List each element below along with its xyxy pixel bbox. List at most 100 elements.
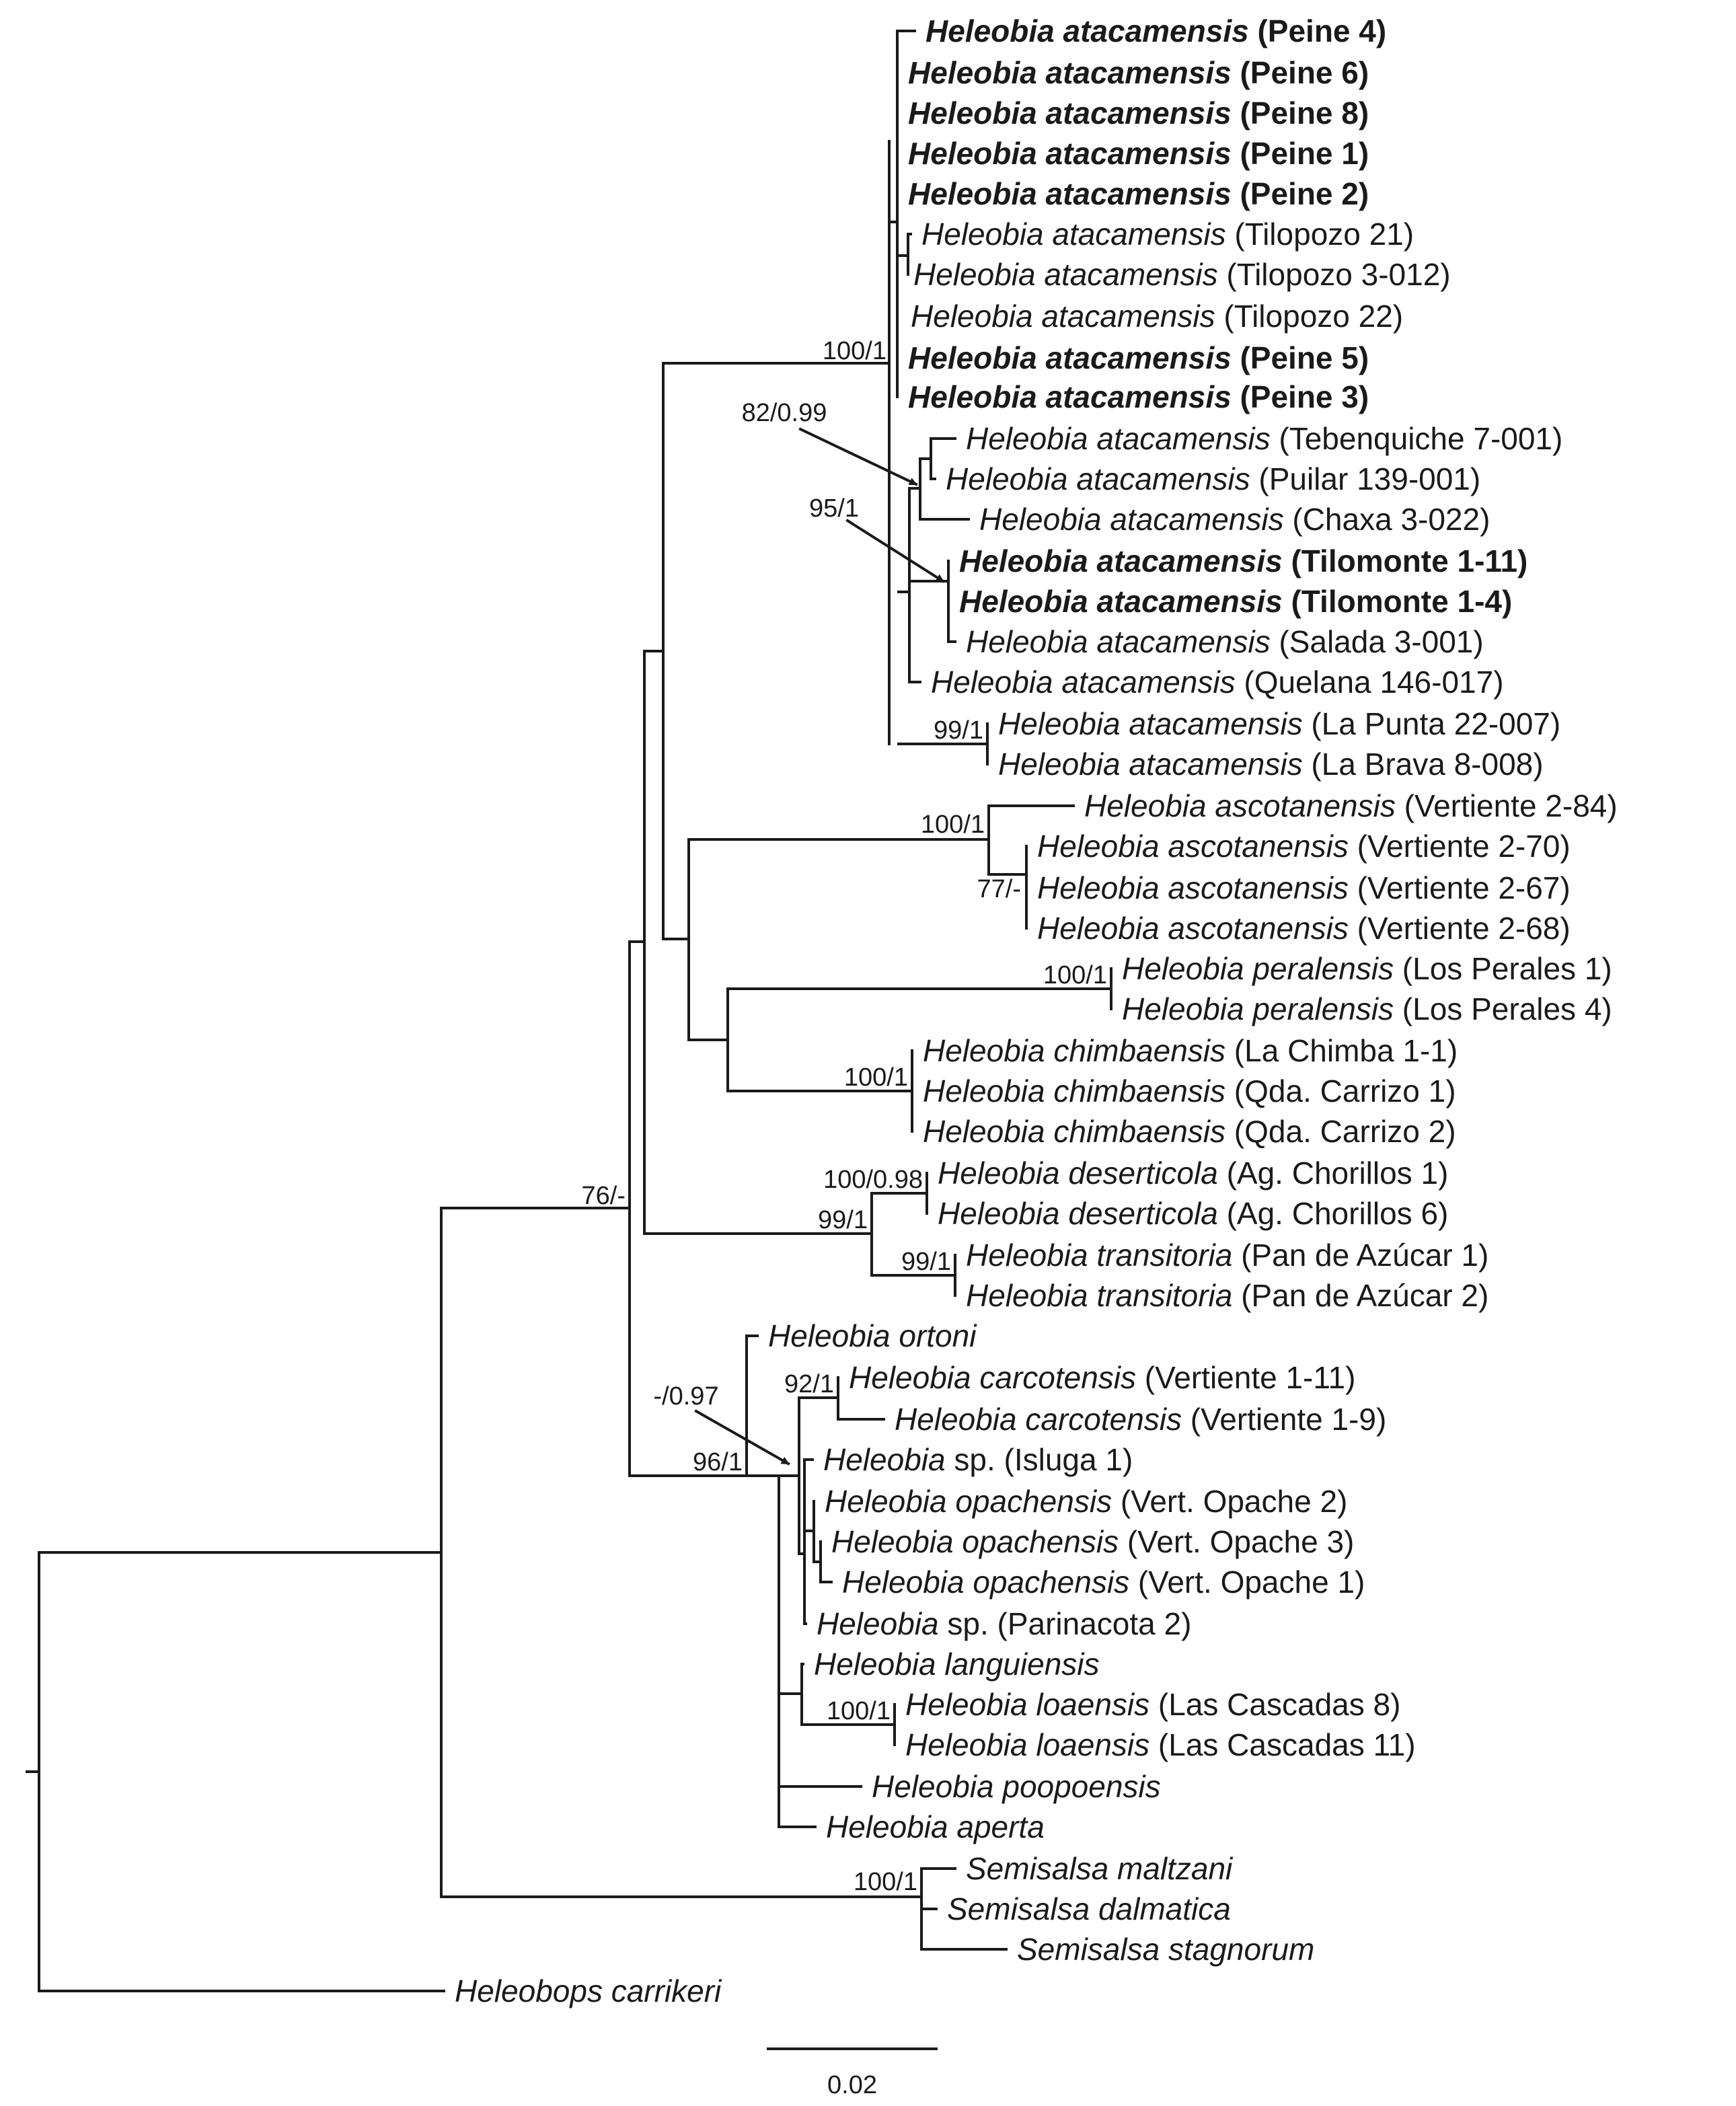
- tip-locality: (Parinacota 2): [989, 1606, 1192, 1641]
- tip-species: Heleobia peralensis: [1122, 951, 1394, 986]
- support-value: 100/1: [827, 1697, 891, 1725]
- tip-species: Heleobia loaensis: [905, 1687, 1149, 1722]
- tip-species: Heleobia languiensis: [814, 1647, 1100, 1682]
- support-value: 76/-: [582, 1182, 626, 1210]
- tip-species-suffix: sp.: [939, 1606, 989, 1641]
- tip-label: Heleobia deserticola (Ag. Chorillos 6): [938, 1196, 1448, 1231]
- tip-label: Heleobia atacamensis (La Punta 22-007): [998, 706, 1560, 741]
- support-value: 100/1: [823, 337, 886, 365]
- tip-species: Heleobia deserticola: [938, 1196, 1218, 1231]
- tip-species: Heleobia atacamensis: [908, 55, 1232, 90]
- tip-locality: (Ag. Chorillos 6): [1218, 1196, 1449, 1231]
- support-values: 100/182/0.9995/199/1100/177/-100/1100/11…: [582, 337, 1107, 1896]
- tip-species: Heleobia atacamensis: [998, 706, 1303, 741]
- tip-label: Heleobia transitoria (Pan de Azúcar 1): [966, 1238, 1488, 1273]
- tip-label: Semisalsa dalmatica: [947, 1891, 1231, 1926]
- tip-species: Heleobia atacamensis: [908, 96, 1232, 130]
- support-value: 99/1: [818, 1206, 868, 1234]
- tip-species: Heleobia carcotensis: [895, 1402, 1182, 1437]
- tip-locality: (Chaxa 3-022): [1284, 502, 1490, 537]
- tip-label: Semisalsa maltzani: [966, 1851, 1234, 1886]
- tip-species: Heleobia atacamensis: [966, 421, 1271, 456]
- tip-species: Heleobia opachensis: [831, 1524, 1119, 1559]
- tip-label: Heleobia atacamensis (Quelana 146-017): [931, 665, 1504, 700]
- tip-label: Heleobia atacamensis (Tilomonte 1-4): [959, 584, 1512, 619]
- tip-locality: (Pan de Azúcar 2): [1232, 1278, 1488, 1313]
- tip-species: Heleobia atacamensis: [911, 299, 1215, 334]
- tip-locality: (Peine 5): [1232, 340, 1369, 375]
- tip-species: Heleobia opachensis: [825, 1484, 1112, 1519]
- tip-label: Heleobia atacamensis (Chaxa 3-022): [979, 502, 1490, 537]
- support-value: 100/1: [844, 1063, 908, 1092]
- arrow-95-1: [845, 519, 945, 583]
- scale-bar-label: 0.02: [827, 2071, 877, 2099]
- tip-species: Heleobia ascotanensis: [1037, 911, 1349, 946]
- tip-label: Heleobia atacamensis (Peine 5): [908, 340, 1369, 375]
- tip-species: Semisalsa maltzani: [966, 1851, 1234, 1886]
- tip-label: Heleobia atacamensis (Peine 6): [908, 55, 1369, 90]
- tip-label: Heleobia loaensis (Las Cascadas 8): [905, 1687, 1400, 1722]
- scale-bar: 0.02: [767, 2047, 938, 2099]
- tip-locality: (La Chimba 1-1): [1225, 1033, 1458, 1068]
- tip-species: Heleobia transitoria: [966, 1238, 1232, 1273]
- tip-species: Heleobia: [817, 1606, 939, 1641]
- tip-label: Heleobia atacamensis (Peine 1): [908, 136, 1369, 171]
- tip-label: Heleobia atacamensis (Tilomonte 1-11): [959, 543, 1527, 578]
- tip-label: Heleobia sp. (Isluga 1): [823, 1442, 1133, 1477]
- tip-label: Semisalsa stagnorum: [1017, 1932, 1314, 1967]
- tip-locality: (Vertiente 2-67): [1349, 870, 1571, 905]
- tip-locality: (Vertiente 1-11): [1136, 1360, 1355, 1395]
- tip-label: Heleobia chimbaensis (La Chimba 1-1): [923, 1033, 1458, 1068]
- tip-species: Heleobia atacamensis: [959, 584, 1283, 619]
- tip-label: Heleobia atacamensis (Tilopozo 3-012): [913, 257, 1451, 292]
- tip-species: Heleobia atacamensis: [931, 665, 1236, 700]
- tip-species: Heleobia atacamensis: [913, 257, 1218, 292]
- support-value: 100/1: [921, 811, 985, 839]
- tip-species: Heleobia atacamensis: [966, 624, 1271, 659]
- support-arrows: [694, 427, 945, 1466]
- tip-label: Heleobia peralensis (Los Perales 1): [1122, 951, 1612, 986]
- tip-label: Heleobia atacamensis (Puilar 139-001): [946, 461, 1480, 496]
- tip-locality: (Vertiente 1-9): [1182, 1402, 1386, 1437]
- tip-species: Heleobia opachensis: [842, 1565, 1129, 1600]
- tip-label: Heleobia ascotanensis (Vertiente 2-70): [1037, 829, 1571, 864]
- tip-locality: (Tilomonte 1-11): [1283, 543, 1528, 578]
- support-value: 99/1: [934, 716, 983, 745]
- tip-locality: (Vert. Opache 2): [1112, 1484, 1347, 1519]
- arrow-82-099: [798, 427, 918, 486]
- tree-branches: [26, 30, 1112, 1992]
- tip-label: Heleobia languiensis: [814, 1647, 1100, 1682]
- tip-locality: (Peine 1): [1232, 136, 1369, 171]
- tip-label: Heleobia ortoni: [768, 1318, 977, 1353]
- tip-labels: Heleobia atacamensis (Peine 4) Heleobia a…: [455, 13, 1618, 2008]
- tip-species: Heleobia: [823, 1442, 946, 1477]
- support-value: 100/1: [1043, 961, 1107, 989]
- tip-locality: (La Punta 22-007): [1303, 706, 1561, 741]
- tip-label: Heleobia atacamensis (Tilopozo 22): [911, 299, 1403, 334]
- tip-label: Heleobia ascotanensis (Vertiente 2-68): [1037, 911, 1571, 946]
- tip-label: Heleobia deserticola (Ag. Chorillos 1): [938, 1156, 1448, 1191]
- tip-label: Heleobops carrikeri: [455, 1973, 722, 2008]
- tip-species: Heleobia deserticola: [938, 1156, 1218, 1191]
- support-value: 96/1: [693, 1448, 743, 1476]
- tip-label: Heleobia atacamensis (Peine 4): [926, 13, 1386, 48]
- tip-species: Heleobia atacamensis: [959, 543, 1283, 578]
- tip-locality: (Vert. Opache 3): [1119, 1524, 1354, 1559]
- tip-locality: (Los Perales 4): [1394, 991, 1612, 1026]
- tip-locality: (Peine 2): [1232, 176, 1369, 211]
- tip-species: Heleobia atacamensis: [998, 747, 1303, 782]
- tip-locality: (Las Cascadas 8): [1149, 1687, 1400, 1722]
- tip-locality: (Isluga 1): [995, 1442, 1133, 1477]
- tip-species: Heleobia chimbaensis: [923, 1074, 1225, 1108]
- tip-label: Heleobia chimbaensis (Qda. Carrizo 2): [923, 1114, 1456, 1149]
- tip-species: Heleobia chimbaensis: [923, 1114, 1225, 1149]
- tip-locality: (Tilopozo 21): [1226, 217, 1414, 252]
- tip-label: Heleobia atacamensis (La Brava 8-008): [998, 747, 1544, 782]
- tip-label: Heleobia aperta: [826, 1809, 1045, 1844]
- tip-label: Heleobia sp. (Parinacota 2): [817, 1606, 1191, 1641]
- tip-label: Heleobia atacamensis (Peine 8): [908, 96, 1369, 130]
- tip-label: Heleobia chimbaensis (Qda. Carrizo 1): [923, 1074, 1456, 1108]
- tip-locality: (Qda. Carrizo 2): [1225, 1114, 1456, 1149]
- tip-label: Heleobia opachensis (Vert. Opache 3): [831, 1524, 1354, 1559]
- support-value: 95/1: [809, 494, 859, 523]
